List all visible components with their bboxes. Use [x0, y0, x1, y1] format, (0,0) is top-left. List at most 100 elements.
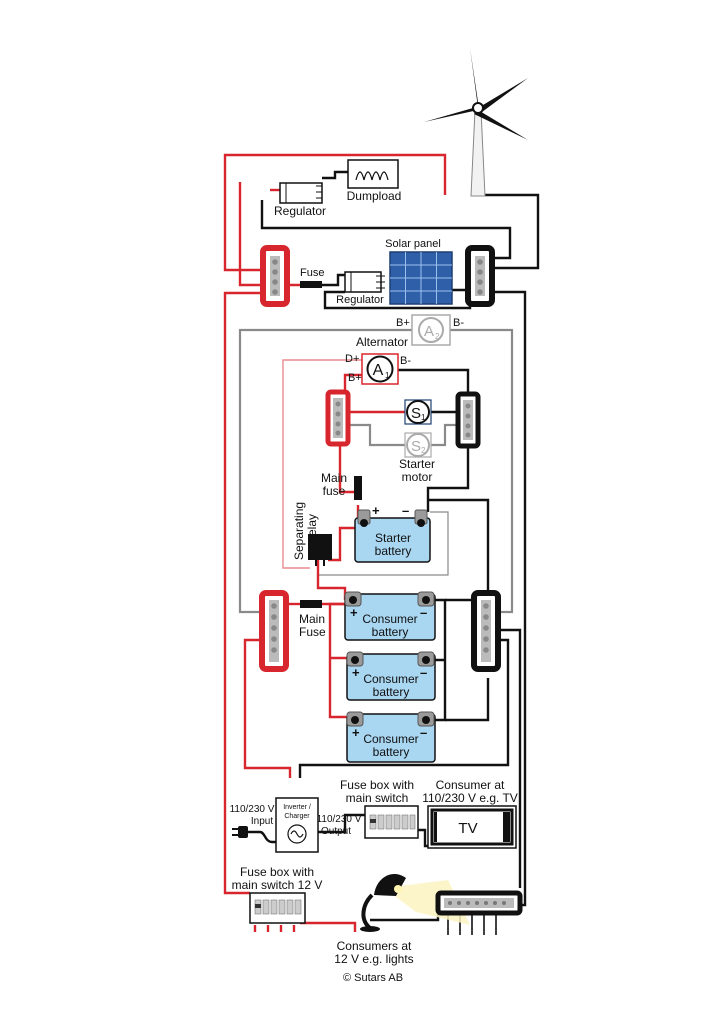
- starter-battery-minus: –: [402, 503, 409, 518]
- wire-fusebox12-out: [253, 921, 357, 932]
- separating-relay-label-1: Separating: [292, 502, 306, 560]
- wire-output-fusebox: [318, 813, 365, 834]
- starter-s2: S 2: [404, 432, 432, 458]
- wire-battery3-negative: [445, 678, 490, 722]
- wire-a2-bminus: [450, 328, 514, 614]
- a1-bminus-label: B-: [400, 355, 411, 367]
- fusebox-12-label-1: Fuse box with: [240, 865, 314, 879]
- starter-motor-label-1: Starter: [399, 457, 435, 471]
- consumer-battery-2-minus: –: [420, 665, 427, 680]
- wire-battery-parallel-positive: [328, 602, 350, 719]
- busbar-consumer-positive: [259, 590, 289, 672]
- wire-inverter-positive: [243, 638, 292, 778]
- dplus-label: D+: [345, 353, 359, 365]
- wire-consumer-bus: [498, 628, 522, 888]
- inverter-label-1: Inverter /: [283, 804, 311, 811]
- regulator-solar: Regulator: [336, 271, 385, 306]
- wire-wind-positive: [223, 153, 447, 272]
- inverter-label-2: Charger: [284, 813, 310, 820]
- a2-letter: A: [424, 323, 434, 340]
- consumer-ac-label-2: 110/230 V e.g. TV: [422, 791, 518, 805]
- wire-relay-starter: [328, 526, 355, 562]
- busbar-starter-positive: [325, 389, 351, 447]
- wire-wind-negative: [478, 193, 540, 270]
- copyright-text: © Sutars AB: [343, 972, 403, 984]
- consumer-battery-1-minus: –: [420, 605, 427, 620]
- regulator-solar-label: Regulator: [336, 294, 384, 306]
- wire-a2-bplus: [238, 328, 412, 614]
- alternator-a1: Alternator A 1 D+ B- B+: [345, 335, 411, 385]
- wire-regulator-negative: [260, 200, 512, 260]
- busbar-top-negative: [465, 245, 495, 307]
- wire-starter-to-consumer-negative: [428, 498, 490, 590]
- a1-sub: 1: [385, 371, 390, 380]
- consumer-battery-3-label-1: Consumer: [363, 732, 418, 746]
- tv-label: TV: [458, 820, 477, 837]
- output-label-2: Output: [321, 826, 351, 837]
- s2-letter: S: [411, 438, 421, 455]
- dumpload: Dumpload: [347, 159, 402, 203]
- wire-dump-regulator: [322, 170, 348, 180]
- consumer-battery-2-label-2: battery: [373, 685, 410, 699]
- tv-consumer: Consumer at 110/230 V e.g. TV TV: [422, 778, 518, 849]
- wire-inverter-negative: [298, 638, 510, 778]
- main-fuse2-label-1: Main: [299, 612, 325, 626]
- starter-battery-label-2: battery: [375, 544, 412, 558]
- input-label-2: Input: [251, 816, 273, 827]
- consumer-battery-3-minus: –: [420, 725, 427, 740]
- wire-relay-consumer: [316, 560, 347, 600]
- starter-motor-label-2: motor: [402, 470, 433, 484]
- fuse-box-ac: Fuse box with main switch: [340, 778, 419, 839]
- busbar-starter-negative: [455, 391, 481, 449]
- output-label-1: 110/230 V: [317, 814, 362, 825]
- alternator-label: Alternator: [356, 335, 408, 349]
- wire-regulator-positive: [238, 182, 264, 287]
- a2-bminus-label: B-: [453, 317, 464, 329]
- starter-s1: S 1: [404, 399, 432, 425]
- starter-battery-plus: +: [372, 503, 380, 518]
- wire-a1-bplus: [343, 373, 362, 390]
- wire-starter-busbar-fuse: [338, 445, 358, 494]
- consumer-battery-1-plus: +: [350, 605, 358, 620]
- busbar-bottom-negative: [435, 890, 523, 916]
- wire-input-plug: [245, 830, 276, 844]
- main-fuse-label-1: Main: [321, 471, 347, 485]
- plug-icon: [232, 826, 248, 838]
- consumer-battery-1-label-2: battery: [372, 625, 409, 639]
- wire-left-trunk: [223, 291, 264, 895]
- main-fuse-label-2: fuse: [323, 484, 346, 498]
- consumers12-label-1: Consumers at: [337, 939, 412, 953]
- solar-panel-label: Solar panel: [385, 238, 441, 250]
- consumer-battery-2-label-1: Consumer: [363, 672, 418, 686]
- fusebox-12-label-2: main switch 12 V: [232, 878, 323, 892]
- consumer-battery-1-label-1: Consumer: [362, 612, 417, 626]
- separating-relay: Separating relay: [292, 502, 332, 566]
- fuse-box-12v: Fuse box with main switch 12 V: [232, 865, 323, 924]
- consumer-battery-1: + – Consumer battery: [344, 591, 436, 641]
- s1-sub: 1: [421, 413, 426, 422]
- wire-bottom-busbar-out: [447, 912, 497, 935]
- a1-bplus-label: B+: [348, 372, 362, 384]
- a2-sub: 2: [435, 332, 440, 341]
- separating-relay-label-2: relay: [305, 514, 319, 540]
- a1-letter: A: [373, 362, 384, 379]
- s2-sub: 2: [421, 446, 426, 455]
- dumpload-label: Dumpload: [347, 189, 402, 203]
- starter-battery-label-1: Starter: [375, 531, 411, 545]
- regulator-wind-label: Regulator: [274, 204, 326, 218]
- input-label-1: 110/230 V: [230, 804, 275, 815]
- fusebox-ac-label-2: main switch: [346, 791, 409, 805]
- consumer-ac-label-1: Consumer at: [436, 778, 505, 792]
- consumer-battery-3-label-2: battery: [373, 745, 410, 759]
- wire-dplus-relay: [282, 359, 362, 569]
- s1-letter: S: [411, 405, 421, 422]
- a2-bplus-label: B+: [396, 317, 410, 329]
- alternator-a2: A 2 B+ B-: [396, 314, 464, 346]
- main-fuse2-label-2: Fuse: [299, 625, 326, 639]
- consumer-battery-2-plus: +: [352, 665, 360, 680]
- consumer-battery-3-plus: +: [352, 725, 360, 740]
- inverter-charger: Inverter / Charger: [275, 797, 319, 853]
- consumer-battery-3: + – Consumer battery: [346, 711, 436, 763]
- wire-fuse-regulator: [322, 273, 345, 287]
